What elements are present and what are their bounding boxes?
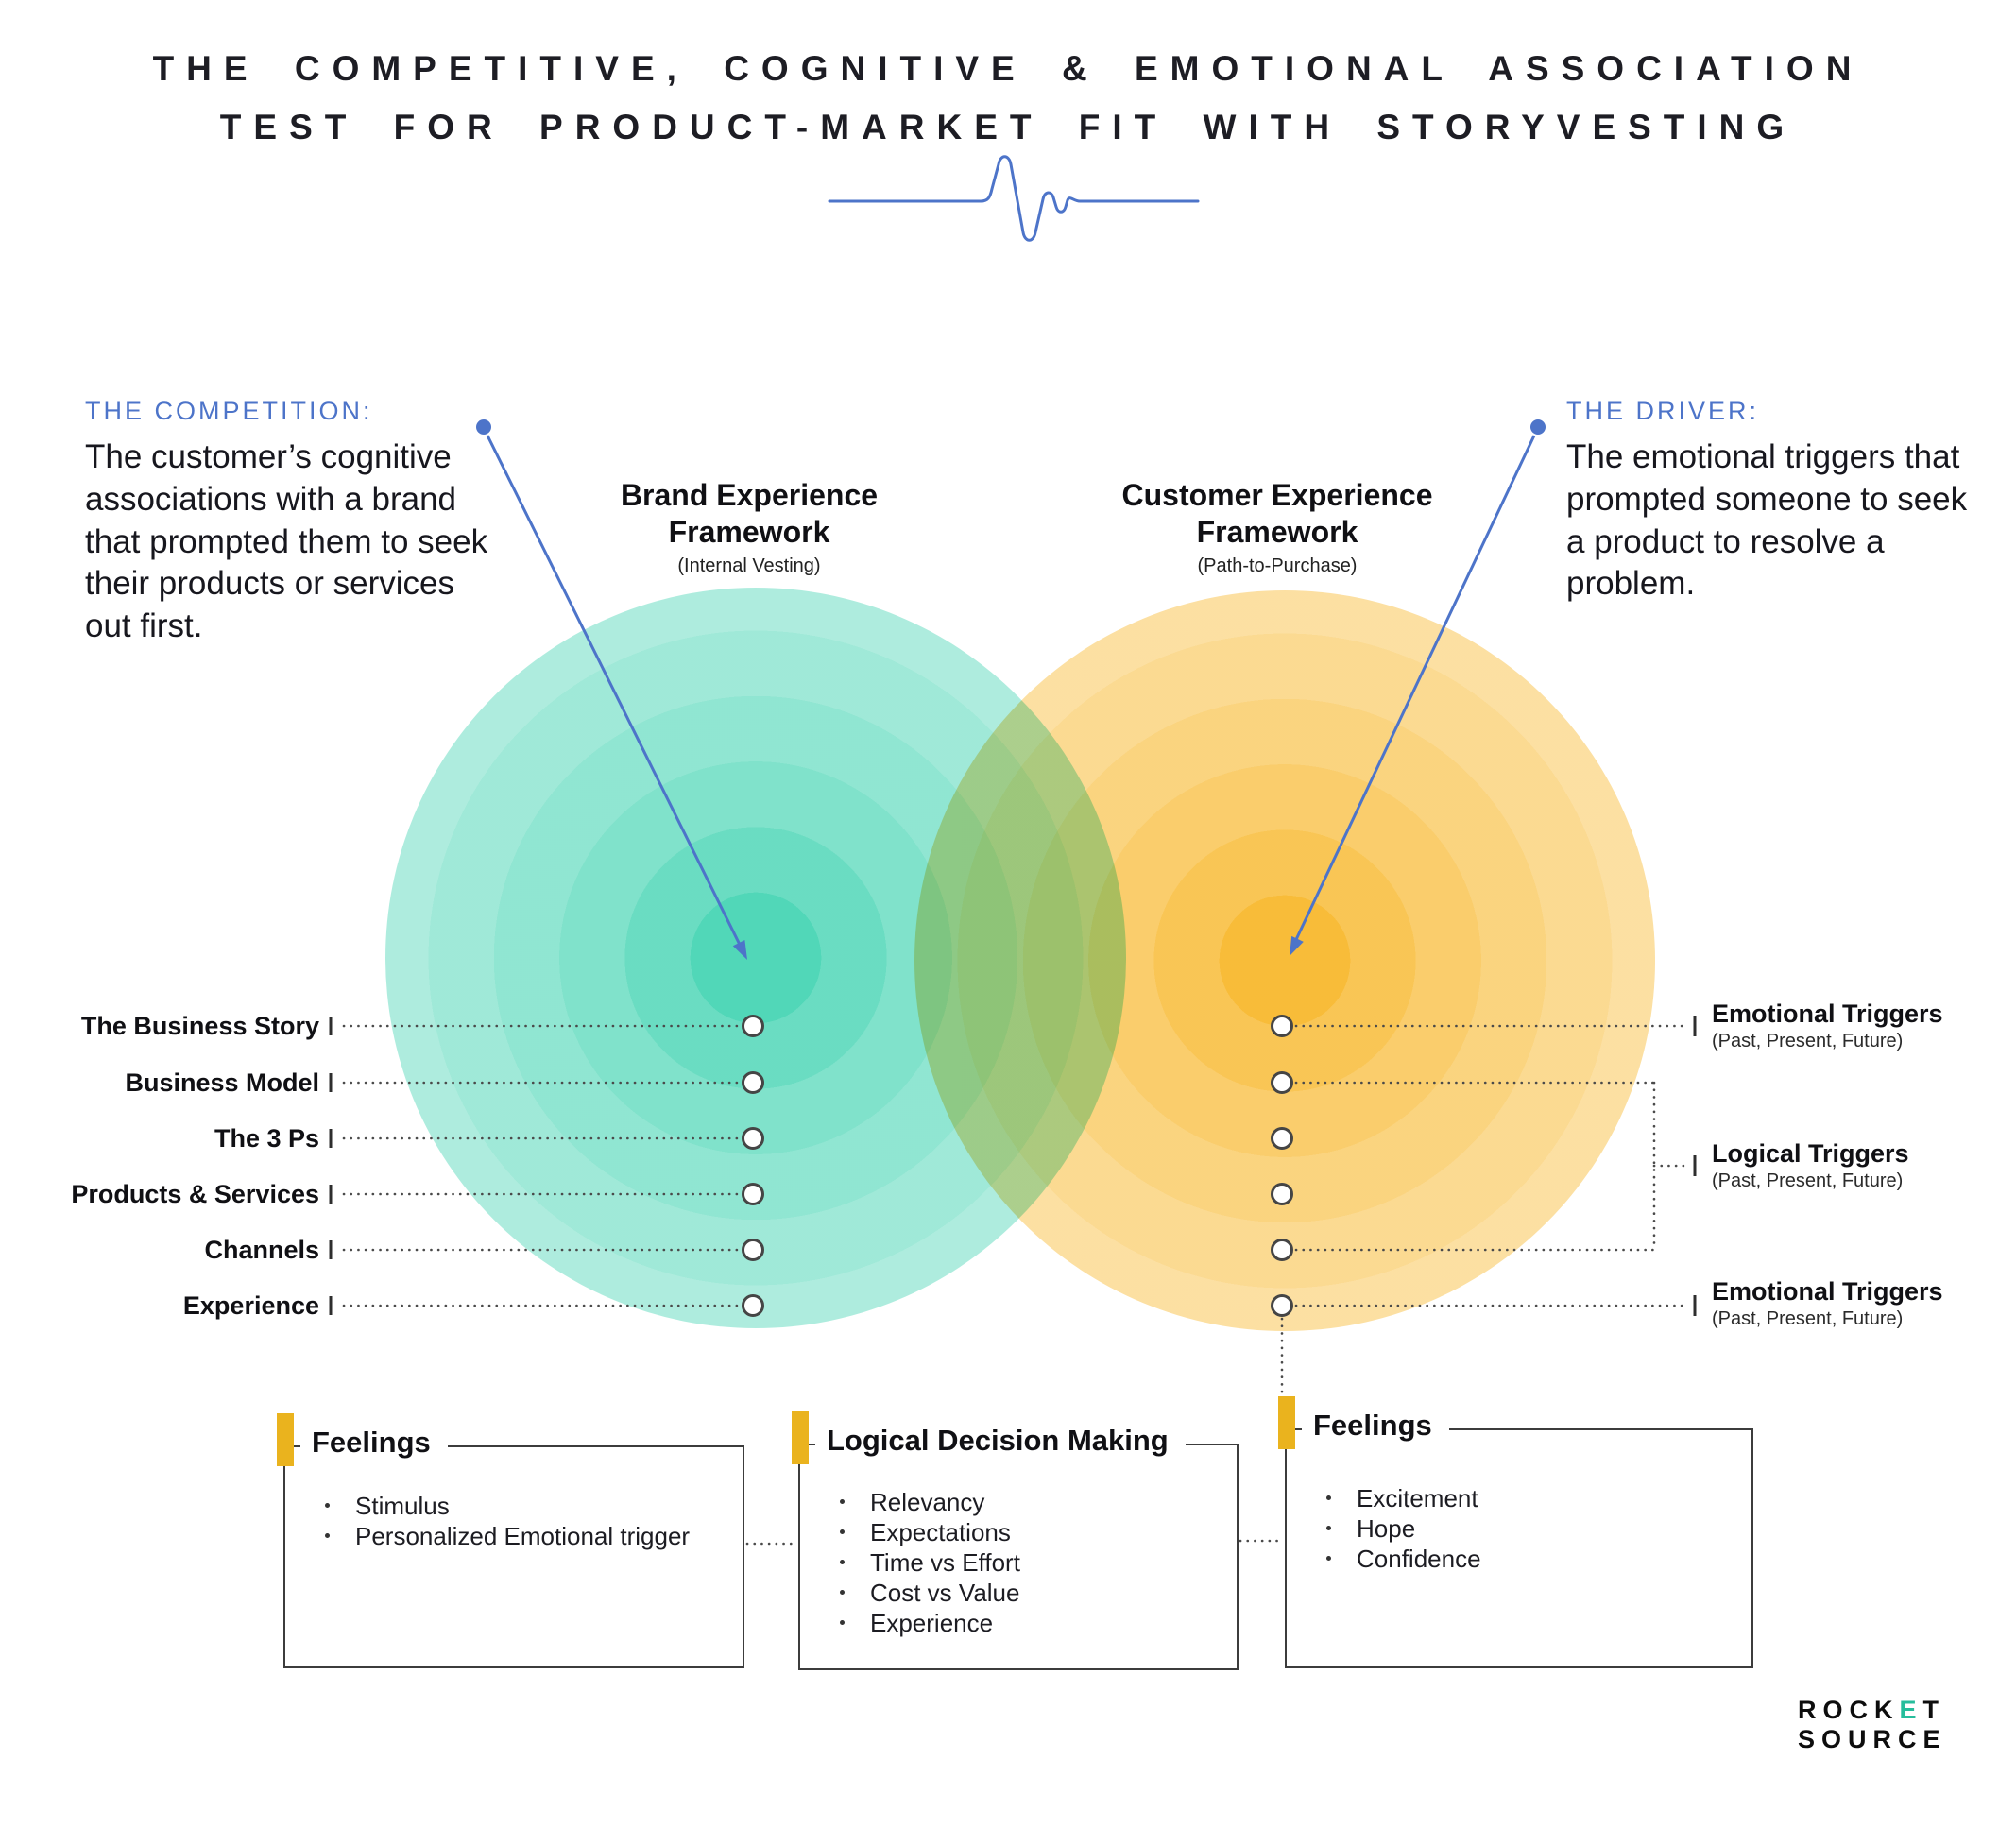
driver-arrow-dot <box>1530 419 1546 435</box>
row-label-business-story: The Business Story <box>80 1012 319 1040</box>
feelings-box-right-list: Excitement Hope Confidence <box>1313 1483 1738 1574</box>
driver-heading: THE DRIVER: <box>1566 397 1760 425</box>
competition-body: The customer’s cognitive associations wi… <box>85 438 488 645</box>
competition-arrow-line <box>486 435 745 953</box>
divider-squiggle <box>828 155 1200 242</box>
list-item: Time vs Effort <box>827 1547 1223 1578</box>
customer-framework-title-line2: Framework <box>1196 515 1358 549</box>
emotional-triggers-subtitle-bottom: (Past, Present, Future) <box>1712 1308 1904 1329</box>
list-item: Experience <box>827 1608 1223 1638</box>
rocketsource-logo: ROCKET SOURCE <box>1798 1696 1947 1754</box>
feelings-box-left: Feelings Stimulus Personalized Emotional… <box>277 1413 744 1668</box>
row-label-products-services: Products & Services <box>71 1180 319 1208</box>
customer-circle-nodes <box>1271 1015 1293 1317</box>
feelings-box-right: Feelings Excitement Hope Confidence <box>1278 1396 1753 1668</box>
driver-arrow <box>1290 419 1546 956</box>
yellow-bar-accent <box>277 1413 294 1466</box>
brand-framework-subtitle: (Internal Vesting) <box>677 555 821 576</box>
row-label-experience: Experience <box>182 1291 319 1320</box>
logical-decision-box-list: Relevancy Expectations Time vs Effort Co… <box>827 1487 1223 1638</box>
logical-triggers-title: Logical Triggers <box>1712 1139 1909 1168</box>
row-label-3ps: The 3 Ps <box>214 1124 319 1153</box>
page-title-line-2: TEST FOR PRODUCT-MARKET FIT WITH STORYVE… <box>219 108 1797 146</box>
emotional-triggers-title-bottom: Emotional Triggers <box>1712 1277 1943 1306</box>
logo-line-2: SOURCE <box>1798 1725 1947 1753</box>
logical-triggers-subtitle: (Past, Present, Future) <box>1712 1170 1904 1191</box>
brand-circle-nodes <box>742 1015 764 1317</box>
logo-word1-post: T <box>1922 1696 1946 1724</box>
logo-line-1: ROCKET <box>1798 1696 1947 1725</box>
logical-decision-box-title: Logical Decision Making <box>815 1424 1186 1458</box>
customer-experience-circle <box>914 590 1655 1331</box>
competition-arrowhead-icon <box>732 940 747 960</box>
row-label-channels: Channels <box>204 1236 319 1264</box>
competition-arrow <box>476 419 747 960</box>
logical-triggers-label: Logical Triggers (Past, Present, Future) <box>1712 1139 2016 1192</box>
list-item: Relevancy <box>827 1487 1223 1517</box>
yellow-bar-accent <box>792 1411 809 1464</box>
logo-word1-pre: ROCK <box>1798 1696 1900 1724</box>
box-connectors <box>745 1539 1285 1546</box>
list-item: Personalized Emotional trigger <box>312 1521 729 1551</box>
page-title-line-1: THE COMPETITIVE, COGNITIVE & EMOTIONAL A… <box>152 49 1864 88</box>
brand-framework-title-line1: Brand Experience <box>620 478 879 512</box>
list-item: Expectations <box>827 1517 1223 1547</box>
list-item: Excitement <box>1313 1483 1738 1513</box>
emotional-triggers-subtitle-top: (Past, Present, Future) <box>1712 1031 1904 1051</box>
feelings-box-left-list: Stimulus Personalized Emotional trigger <box>312 1491 729 1551</box>
competition-heading: THE COMPETITION: <box>85 397 373 425</box>
logical-decision-box: Logical Decision Making Relevancy Expect… <box>792 1411 1239 1670</box>
list-item: Cost vs Value <box>827 1578 1223 1608</box>
customer-framework-subtitle: (Path-to-Purchase) <box>1197 555 1358 576</box>
customer-framework-title: Customer Experience Framework (Path-to-P… <box>1069 477 1485 577</box>
driver-body: The emotional triggers that prompted som… <box>1566 438 1968 603</box>
yellow-bar-accent <box>1278 1396 1295 1449</box>
emotional-triggers-title-top: Emotional Triggers <box>1712 999 1943 1028</box>
list-item: Stimulus <box>312 1491 729 1521</box>
left-row-connectors <box>329 1017 741 1315</box>
list-item: Confidence <box>1313 1544 1738 1574</box>
feelings-box-left-title: Feelings <box>300 1426 448 1460</box>
logo-word1-accent: E <box>1899 1696 1923 1724</box>
right-row-connectors <box>1280 1016 1697 1430</box>
emotional-triggers-label-top: Emotional Triggers (Past, Present, Futur… <box>1712 999 2016 1052</box>
emotional-triggers-label-bottom: Emotional Triggers (Past, Present, Futur… <box>1712 1277 2016 1330</box>
customer-framework-title-line1: Customer Experience <box>1121 478 1433 512</box>
driver-arrow-line <box>1290 435 1536 948</box>
feelings-box-right-title: Feelings <box>1302 1409 1449 1443</box>
driver-arrowhead-icon <box>1290 935 1304 956</box>
competition-arrow-dot <box>476 419 491 435</box>
brand-framework-title: Brand Experience Framework (Internal Ves… <box>541 477 957 577</box>
row-label-business-model: Business Model <box>125 1068 319 1097</box>
brand-framework-title-line2: Framework <box>668 515 830 549</box>
list-item: Hope <box>1313 1513 1738 1544</box>
